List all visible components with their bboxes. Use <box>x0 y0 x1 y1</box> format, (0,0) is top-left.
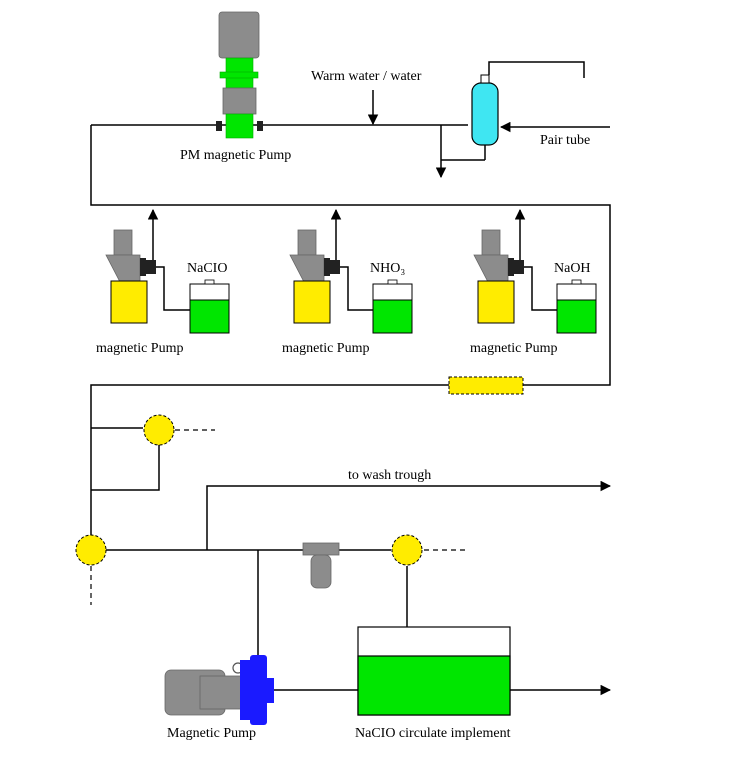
circulate-tank <box>357 626 511 716</box>
strainer <box>302 542 340 589</box>
pump-label-2: magnetic Pump <box>282 341 370 356</box>
dosing-station-3 <box>473 208 597 334</box>
pair-tube-label: Pair tube <box>540 133 590 148</box>
chemical-label-1: NaCIO <box>187 261 227 276</box>
pm-magnetic-pump <box>216 11 263 139</box>
lower-piping <box>90 427 612 696</box>
circulate-label: NaCIO circulate implement <box>355 726 511 741</box>
pump-label-3: magnetic Pump <box>470 341 558 356</box>
main-magnetic-pump <box>164 655 274 725</box>
warm-water-label: Warm water / water <box>311 69 422 84</box>
wash-trough-label: to wash trough <box>348 468 431 483</box>
dosing-station-2 <box>289 208 413 334</box>
valve-right <box>391 534 423 566</box>
dosing-station-1 <box>105 208 230 334</box>
main-loop-pipe <box>90 124 611 540</box>
inline-filter <box>448 376 524 395</box>
cyan-tank <box>435 61 585 179</box>
pm-pump-label: PM magnetic Pump <box>180 148 291 163</box>
chemical-label-2: NHO₃ <box>370 261 405 276</box>
pump-label-1: magnetic Pump <box>96 341 184 356</box>
valve-upper <box>143 414 175 446</box>
main-pump-label: Magnetic Pump <box>167 726 256 741</box>
chemical-label-3: NaOH <box>554 261 591 276</box>
valve-left <box>75 534 107 566</box>
